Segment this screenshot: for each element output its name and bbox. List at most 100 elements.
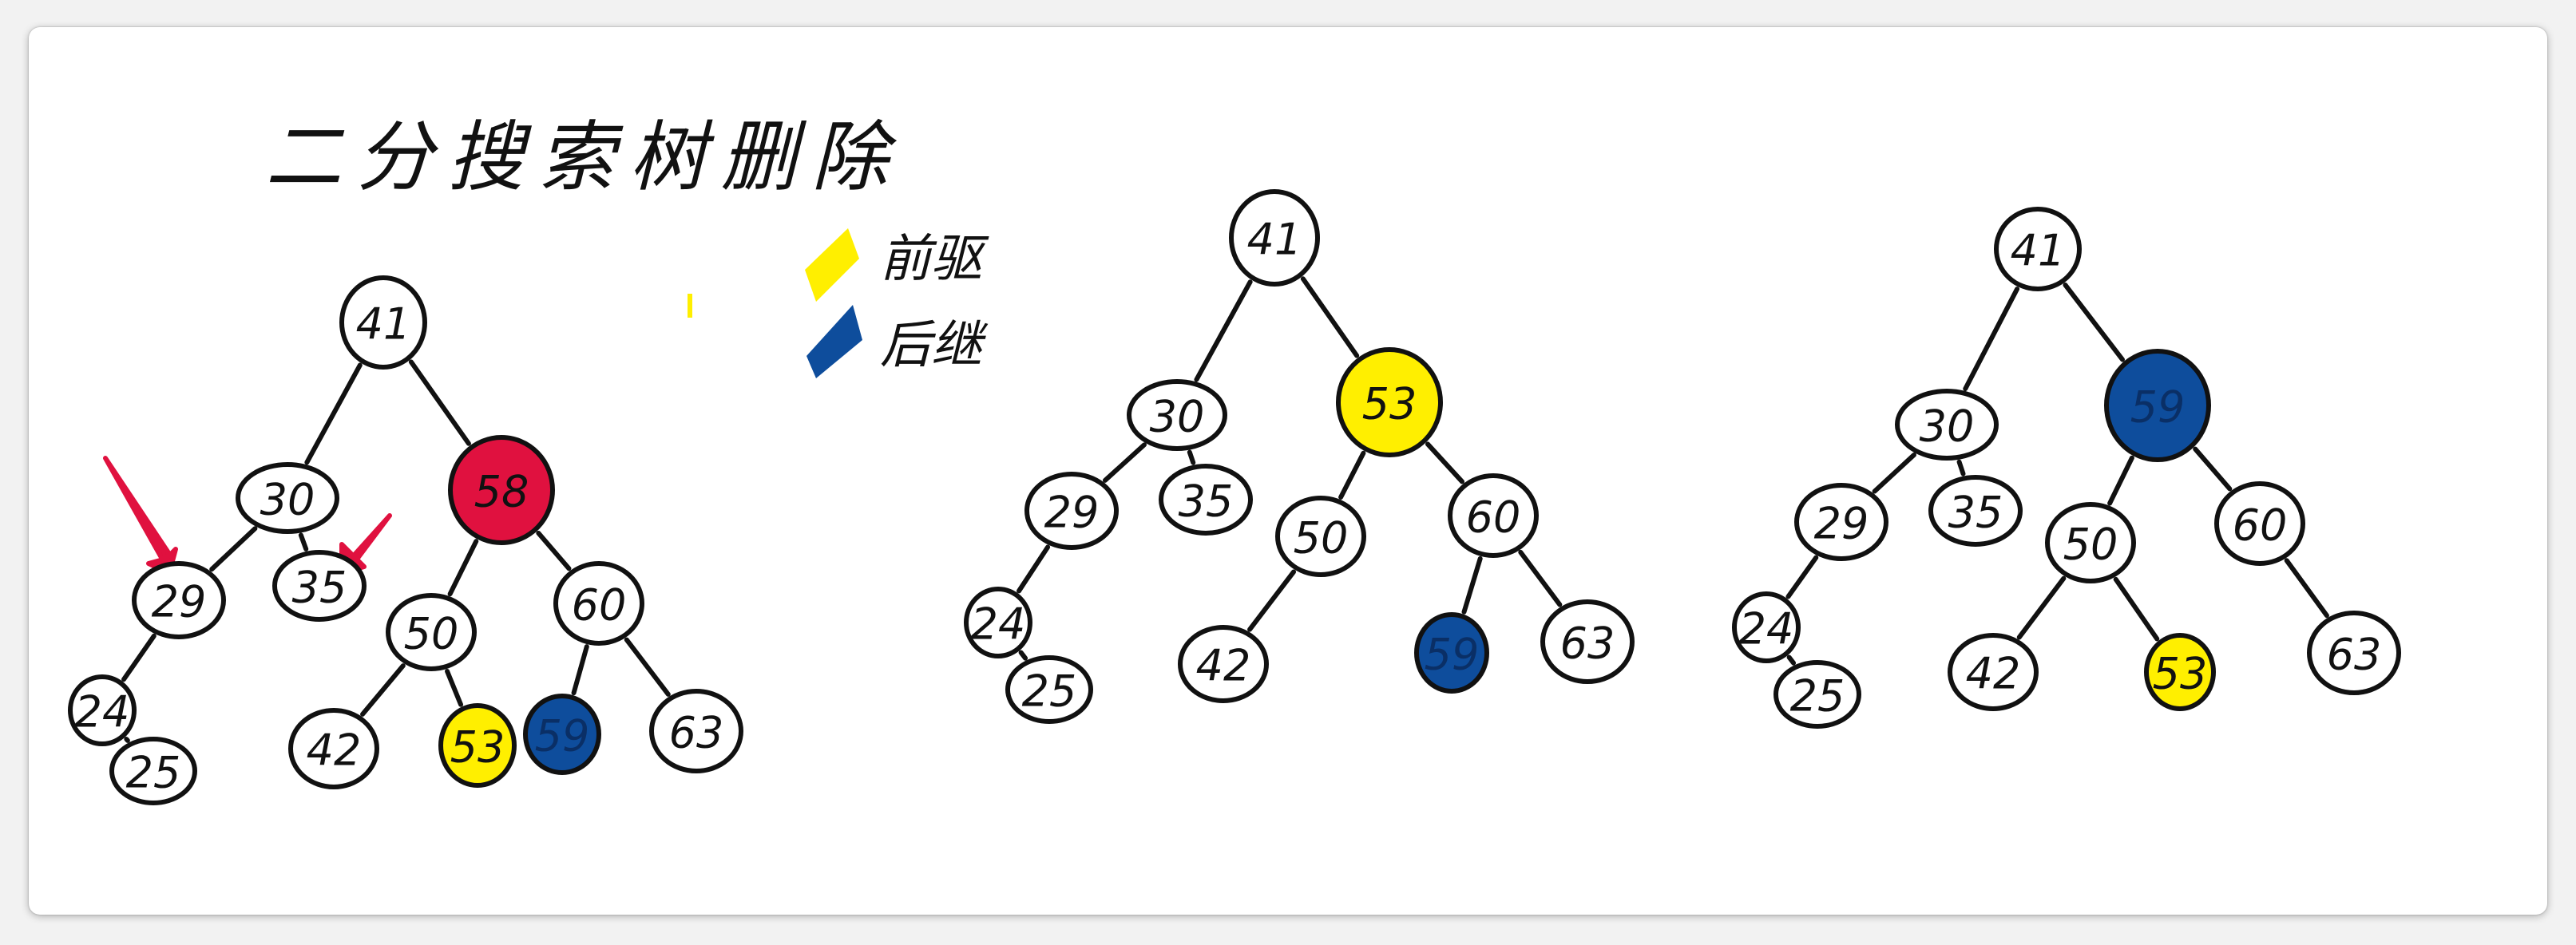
- edge-60-63: [1518, 549, 1563, 607]
- node-circle: [1336, 347, 1443, 457]
- node-label: 29: [152, 577, 207, 627]
- node-60: 60: [2214, 481, 2305, 566]
- node-label: 24: [75, 687, 130, 737]
- node-label: 53: [1362, 379, 1417, 429]
- node-circle: [2045, 502, 2136, 583]
- node-circle: [1895, 389, 1999, 461]
- node-42: 42: [1948, 633, 2039, 711]
- node-circle: [2307, 611, 2401, 695]
- node-label: 30: [260, 475, 315, 525]
- node-circle: [132, 561, 226, 639]
- edge-58-50: [447, 539, 479, 597]
- node-circle: [1229, 189, 1320, 287]
- diagram-title: 二分搜索树删除: [265, 113, 902, 202]
- node-label: 60: [2233, 500, 2288, 551]
- edge-29-24: [121, 633, 157, 682]
- node-25: 25: [1005, 655, 1093, 724]
- node-label: 24: [1739, 604, 1794, 654]
- node-25: 25: [1773, 660, 1861, 729]
- node-label: 59: [2130, 382, 2186, 433]
- node-circle: [1005, 655, 1093, 724]
- node-circle: [523, 694, 601, 775]
- node-25: 25: [109, 737, 197, 805]
- edge-41-58: [408, 359, 471, 446]
- node-29: 29: [132, 561, 226, 639]
- node-label: 63: [669, 708, 724, 758]
- node-label: 25: [1022, 666, 1077, 717]
- edge-60-63: [624, 637, 671, 697]
- edge-30-29: [209, 526, 258, 572]
- legend-swatch-successor: [806, 305, 862, 378]
- node-circle: [1948, 633, 2039, 711]
- node-63: 63: [649, 689, 743, 773]
- node-circle: [272, 550, 367, 622]
- edge-41-30: [1194, 279, 1253, 382]
- edge-29-24: [1017, 544, 1051, 594]
- node-label: 35: [292, 563, 347, 613]
- node-circle: [1448, 473, 1539, 558]
- node-circle: [288, 708, 379, 789]
- edge-59-50: [2107, 455, 2134, 506]
- node-label: 24: [971, 599, 1026, 650]
- node-label: 42: [1966, 649, 2021, 699]
- node-41: 41: [1229, 189, 1320, 287]
- node-63: 63: [2307, 611, 2401, 695]
- edge-30-35: [1187, 449, 1196, 465]
- node-53: 53: [438, 703, 517, 788]
- node-label: 41: [2011, 226, 2066, 276]
- node-circle: [1794, 483, 1888, 561]
- node-circle: [1275, 496, 1366, 577]
- node-50: 50: [1275, 496, 1366, 577]
- node-label: 41: [356, 299, 411, 350]
- legend-label-predecessor: 前驱: [880, 230, 989, 289]
- edge-24-25: [1018, 650, 1028, 661]
- edge-58-60: [536, 530, 572, 571]
- legend-label-successor: 后继: [880, 316, 989, 375]
- node-label: 59: [1425, 630, 1480, 680]
- node-label: 58: [474, 467, 529, 517]
- node-circle: [1732, 591, 1801, 663]
- node-24: 24: [68, 674, 137, 746]
- edge-50-53: [2113, 576, 2160, 642]
- node-label: 50: [404, 609, 459, 659]
- node-63: 63: [1540, 599, 1635, 684]
- node-label: 63: [1560, 619, 1615, 669]
- node-label: 59: [535, 711, 590, 761]
- node-circle: [1127, 379, 1227, 451]
- legend: 前驱 后继: [688, 228, 989, 378]
- edge-24-25: [124, 737, 130, 743]
- node-circle: [1024, 472, 1119, 550]
- node-circle: [1178, 625, 1269, 703]
- node-58: 58: [448, 435, 555, 545]
- node-circle: [2144, 633, 2216, 711]
- node-30: 30: [236, 462, 339, 534]
- node-label: 42: [307, 726, 362, 776]
- node-24: 24: [964, 587, 1032, 658]
- edge-41-53: [1300, 276, 1360, 358]
- node-label: 29: [1044, 488, 1100, 538]
- node-circle: [236, 462, 339, 534]
- node-29: 29: [1024, 472, 1119, 550]
- node-label: 53: [2153, 649, 2208, 699]
- node-35: 35: [1159, 464, 1253, 536]
- edge-30-29: [1872, 452, 1916, 494]
- node-label: 30: [1150, 392, 1205, 442]
- node-label: 41: [1247, 215, 1302, 265]
- node-circle: [964, 587, 1032, 658]
- edge-60-59: [1461, 556, 1483, 615]
- node-circle: [1928, 475, 2023, 547]
- edge-53-60: [1425, 441, 1465, 484]
- node-circle: [1994, 207, 2082, 291]
- node-circle: [339, 275, 427, 370]
- edge-41-30: [1963, 287, 2020, 392]
- node-label: 42: [1196, 641, 1251, 691]
- node-53: 53: [1336, 347, 1443, 457]
- edge-50-42: [360, 663, 406, 717]
- node-59: 59: [2104, 349, 2211, 462]
- node-circle: [1159, 464, 1253, 536]
- edge-60-63: [2284, 558, 2329, 619]
- edge-60-59: [571, 644, 589, 696]
